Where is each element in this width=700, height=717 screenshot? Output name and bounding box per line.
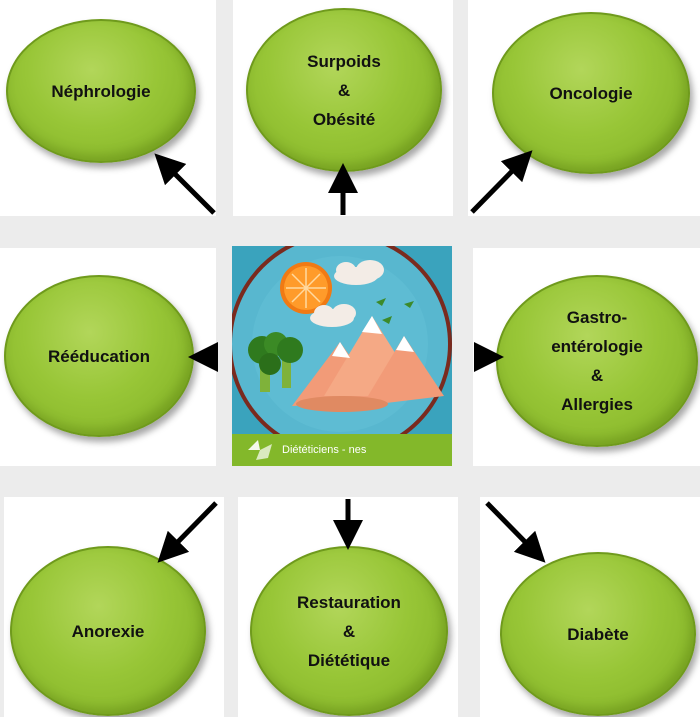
node-gastro-line2: entérologie xyxy=(551,337,643,356)
node-oncologie-label: Oncologie xyxy=(549,83,633,103)
node-restauration-line2: & xyxy=(342,621,356,641)
down-right-arrow-icon xyxy=(485,501,546,563)
node-reeducation: Rééducation xyxy=(4,275,194,437)
center-banner: Diététiciens - nes xyxy=(232,434,452,466)
node-gastroenterologie-allergies: Gastro- entérologie & Allergies xyxy=(496,275,698,447)
node-anorexie: Anorexie xyxy=(10,546,206,716)
cloud-icon xyxy=(310,260,384,327)
banner-text: Diététiciens - nes xyxy=(282,444,367,456)
up-left-arrow-icon xyxy=(154,153,216,215)
orange-slice-icon xyxy=(280,262,332,314)
node-surpoids-line1: Surpoids xyxy=(307,51,381,71)
node-surpoids-obesite: Surpoids & Obésité xyxy=(246,8,442,172)
crepe-mountains-icon xyxy=(292,316,444,412)
node-restauration-dietetique: Restauration & Diététique xyxy=(250,546,448,716)
node-nephrologie: Néphrologie xyxy=(6,19,196,163)
node-gastro-line1: Gastro- xyxy=(566,308,628,327)
leaf-icon xyxy=(376,298,414,324)
node-anorexie-label: Anorexie xyxy=(71,621,145,641)
node-diabete: Diabète xyxy=(500,552,696,716)
node-restauration-line3: Diététique xyxy=(307,650,391,670)
up-right-arrow-icon xyxy=(470,150,533,214)
node-gastro-line4: Allergies xyxy=(561,395,633,414)
plate-illustration xyxy=(232,246,452,466)
node-gastro-line3: & xyxy=(590,366,604,385)
node-restauration-line1: Restauration xyxy=(297,592,401,612)
node-diabete-label: Diabète xyxy=(567,624,629,644)
node-surpoids-line3: Obésité xyxy=(312,109,376,129)
node-nephrologie-label: Néphrologie xyxy=(51,81,151,101)
down-left-arrow-icon xyxy=(157,501,218,563)
node-surpoids-line2: & xyxy=(337,80,351,100)
logo-icon xyxy=(248,440,272,460)
node-reeducation-label: Rééducation xyxy=(47,346,151,366)
broccoli-icon xyxy=(248,332,303,392)
node-oncologie: Oncologie xyxy=(492,12,690,174)
center-photo: Diététiciens - nes xyxy=(232,246,452,466)
